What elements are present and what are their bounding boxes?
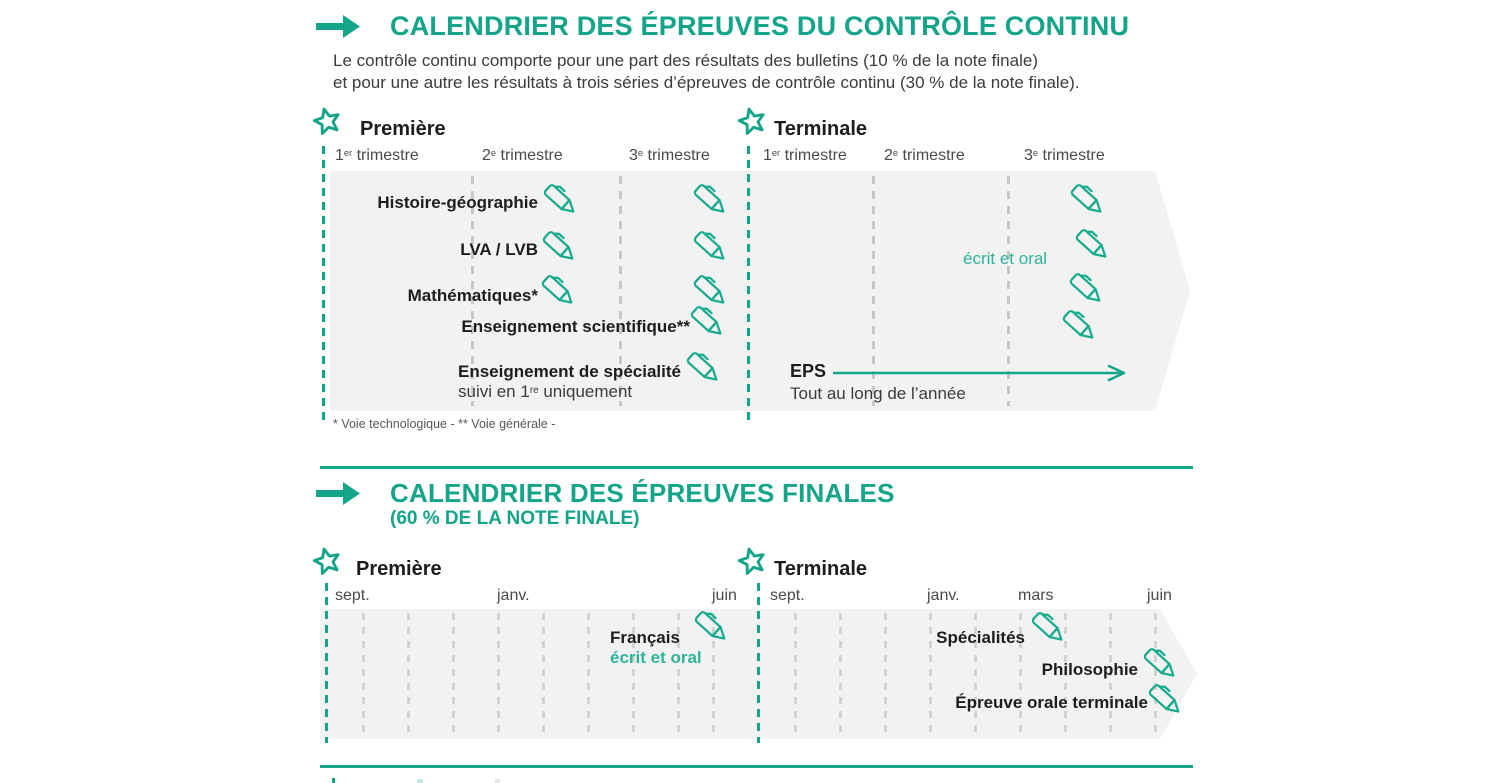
month-tick <box>452 613 455 735</box>
s1-terminale-note: écrit et oral <box>963 249 1048 268</box>
month-tick <box>632 613 635 735</box>
section1-title: CALENDRIER DES ÉPREUVES DU CONTRÔLE CONT… <box>390 11 1130 41</box>
trimester-divider <box>872 176 875 406</box>
s1-premiere-label: Première <box>360 118 446 140</box>
section2-arrow-icon <box>316 482 360 505</box>
trimester-divider <box>619 176 622 406</box>
exam-francais-sub: écrit et oral <box>610 648 702 667</box>
exam-philosophie: Philosophie <box>1041 660 1138 679</box>
trimester-divider <box>471 176 474 406</box>
s2-t-month-mars: mars <box>1018 587 1054 604</box>
cropped-next-section <box>417 779 423 783</box>
s2-p-month-juin: juin <box>712 587 737 604</box>
star-icon <box>735 104 768 137</box>
exam-francais-label: Français <box>610 628 680 647</box>
section1-arrow-icon <box>316 15 360 38</box>
s1-premiere-start-line <box>322 146 325 422</box>
s2-p-month-sept: sept. <box>335 587 370 604</box>
section1-intro: Le contrôle continu comporte pour une pa… <box>333 50 1080 93</box>
s2-premiere-start-line <box>325 583 328 743</box>
s1-t-trimestre-3: 3e trimestre <box>1024 147 1105 164</box>
star-icon <box>735 544 768 577</box>
month-tick <box>712 613 715 735</box>
footnote: * Voie technologique - ** Voie générale … <box>333 417 556 431</box>
bottom-divider-line <box>320 765 1193 768</box>
trimester-divider <box>1007 176 1010 406</box>
s2-terminale-start-line <box>757 583 760 743</box>
month-tick <box>587 613 590 735</box>
month-tick <box>929 613 932 735</box>
month-tick <box>1064 613 1067 735</box>
subject-sciences: Enseignement scientifique** <box>461 317 690 336</box>
month-tick <box>839 613 842 735</box>
month-tick <box>362 613 365 735</box>
subject-maths: Mathématiques* <box>407 286 538 305</box>
month-tick <box>1019 613 1022 735</box>
month-tick <box>542 613 545 735</box>
s1-p-trimestre-3: 3e trimestre <box>629 147 710 164</box>
month-tick <box>677 613 680 735</box>
month-tick <box>1109 613 1112 735</box>
s1-t-trimestre-1: 1er trimestre <box>763 147 847 164</box>
s1-p-trimestre-1: 1er trimestre <box>335 147 419 164</box>
subject-histoire: Histoire-géographie <box>377 193 538 212</box>
subject-langues: LVA / LVB <box>460 240 538 259</box>
exam-orale-terminale: Épreuve orale terminale <box>955 693 1148 712</box>
s2-t-month-janv: janv. <box>927 587 960 604</box>
section2-title: CALENDRIER DES ÉPREUVES FINALES <box>390 478 895 508</box>
s1-terminale-start-line <box>747 146 750 422</box>
section2-subtitle: (60 % DE LA NOTE FINALE) <box>390 508 640 529</box>
s2-t-month-juin: juin <box>1147 587 1172 604</box>
star-icon <box>310 544 343 577</box>
s2-premiere-label: Première <box>356 558 442 580</box>
section-divider-line <box>320 466 1193 469</box>
month-tick <box>794 613 797 735</box>
eps-sub: Tout au long de l’année <box>790 384 966 403</box>
s2-t-month-sept: sept. <box>770 587 805 604</box>
subject-specialite: Enseignement de spécialité suivi en 1re … <box>458 362 681 402</box>
intro-line1: Le contrôle continu comporte pour une pa… <box>333 51 1038 70</box>
subject-specialite-label: Enseignement de spécialité <box>458 362 681 381</box>
cropped-next-section <box>495 779 500 783</box>
exam-specialites: Spécialités <box>936 628 1025 647</box>
exam-francais: Français écrit et oral <box>610 628 702 668</box>
eps-label: EPS <box>790 361 827 381</box>
s1-t-trimestre-2: 2e trimestre <box>884 147 965 164</box>
month-tick <box>974 613 977 735</box>
subject-specialite-sub: suivi en 1re uniquement <box>458 382 633 401</box>
month-tick <box>1154 613 1157 735</box>
month-tick <box>497 613 500 735</box>
month-tick <box>884 613 887 735</box>
cropped-next-section <box>332 778 335 783</box>
star-icon <box>310 104 343 137</box>
s1-terminale-label: Terminale <box>774 118 867 140</box>
s2-terminale-label: Terminale <box>774 558 867 580</box>
month-tick <box>407 613 410 735</box>
s2-p-month-janv: janv. <box>497 587 530 604</box>
eps-duration-arrow <box>833 364 1126 382</box>
intro-line2: et pour une autre les résultats à trois … <box>333 72 1080 92</box>
s1-p-trimestre-2: 2e trimestre <box>482 147 563 164</box>
